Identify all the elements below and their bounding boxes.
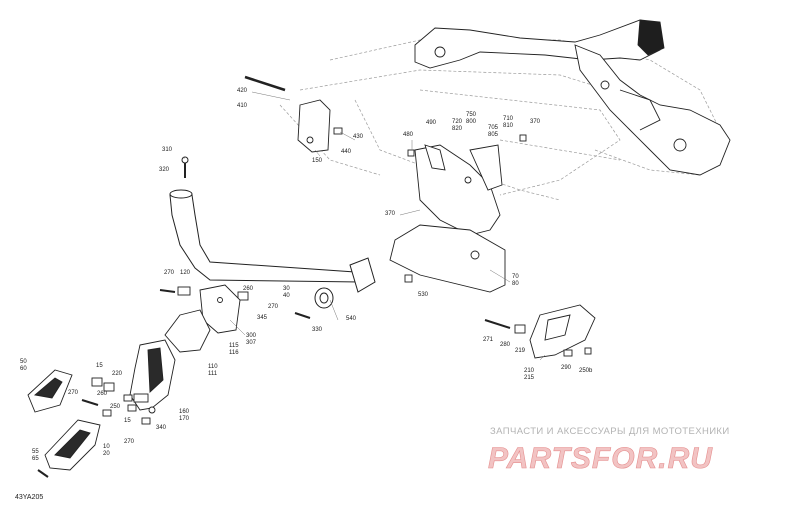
callout-10-20: 10 20 <box>103 444 110 457</box>
callout-330: 330 <box>312 327 323 333</box>
callout-120: 120 <box>180 270 191 276</box>
callout-410: 410 <box>237 103 248 109</box>
bolts-middle <box>159 274 413 319</box>
footrest-10 <box>37 419 101 478</box>
callout-270-a: 270 <box>164 270 175 276</box>
callout-440: 440 <box>341 149 352 155</box>
lower-hardware <box>81 377 151 425</box>
leader-lines <box>183 91 546 361</box>
callout-750-800: 750 800 <box>466 112 477 125</box>
sway-bar <box>169 156 376 309</box>
mount-bracket-upper <box>389 134 527 293</box>
callout-345: 345 <box>257 315 268 321</box>
callout-530: 530 <box>418 292 429 298</box>
step-bracket <box>164 284 241 353</box>
callout-300-307: 300 307 <box>246 333 257 346</box>
callout-250: 250 <box>110 404 121 410</box>
callout-370-upper: 370 <box>530 119 541 125</box>
callout-310: 310 <box>162 147 173 153</box>
callout-340: 340 <box>156 425 167 431</box>
callout-55-65: 55 65 <box>32 449 39 462</box>
callout-270-c: 270 <box>68 390 79 396</box>
callout-260-a: 260 <box>243 286 254 292</box>
callout-220: 220 <box>112 371 123 377</box>
callout-290: 290 <box>561 365 572 371</box>
callout-15-b: 15 <box>124 418 131 424</box>
callout-420: 420 <box>237 88 248 94</box>
footpeg-plate <box>129 339 176 414</box>
callout-15-a: 15 <box>96 363 103 369</box>
callout-270-d: 270 <box>124 439 135 445</box>
callout-260-b: 260 <box>97 391 108 397</box>
callout-490: 490 <box>426 120 437 126</box>
callout-219: 219 <box>515 348 526 354</box>
callout-710-810: 710 810 <box>503 116 514 129</box>
callout-705-805: 705 805 <box>488 125 499 138</box>
callout-720-820: 720 820 <box>452 119 463 132</box>
callout-430: 430 <box>353 134 364 140</box>
callout-370-lower: 370 <box>385 211 396 217</box>
callout-250b: 250b <box>579 368 593 374</box>
callout-150: 150 <box>312 158 323 164</box>
rear-bracket <box>484 304 596 359</box>
bracket-150 <box>244 75 343 153</box>
callout-270-b: 270 <box>268 304 279 310</box>
callout-480: 480 <box>403 132 414 138</box>
callout-160-170: 160 170 <box>179 409 190 422</box>
callout-540: 540 <box>346 316 357 322</box>
callout-320: 320 <box>159 167 170 173</box>
diagram-code: 43YA205 <box>15 494 44 501</box>
footrest-50 <box>27 369 73 413</box>
callout-280: 280 <box>500 342 511 348</box>
callout-271: 271 <box>483 337 494 343</box>
callout-110-111: 110 111 <box>208 364 218 377</box>
callout-70-80: 70 80 <box>512 274 519 287</box>
watermark-logo: PARTSFOR.RU <box>488 442 713 476</box>
frame-rail <box>414 19 731 176</box>
callout-210-215: 210 215 <box>524 368 535 381</box>
callout-115-116: 115 116 <box>229 343 239 356</box>
watermark-tagline: ЗАПЧАСТИ И АКСЕССУАРЫ ДЛЯ МОТОТЕХНИКИ <box>490 426 730 437</box>
callout-30-40: 30 40 <box>283 286 290 299</box>
callout-50-60: 50 60 <box>20 359 27 372</box>
